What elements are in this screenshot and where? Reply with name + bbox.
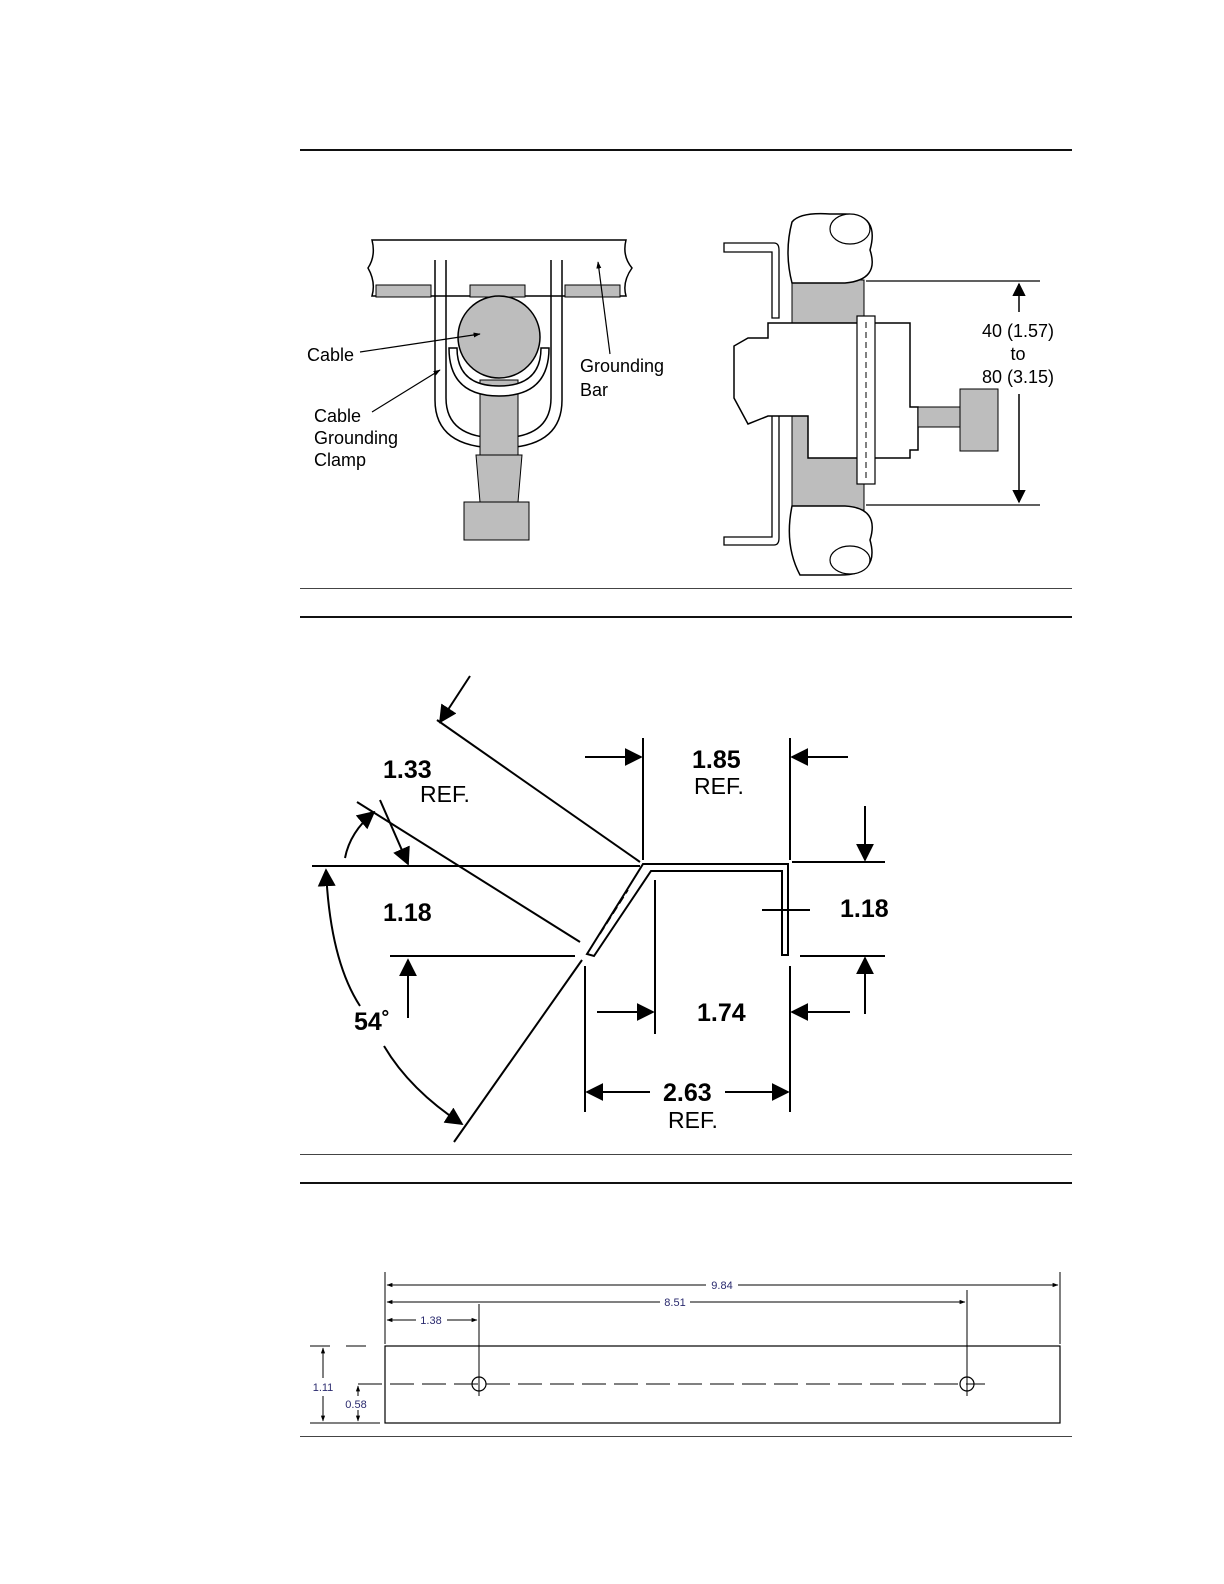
clamp-neck xyxy=(476,455,522,502)
bar-dimension-drawing xyxy=(310,1272,1060,1423)
bracket-top xyxy=(724,243,779,318)
label-grounding-bar-2: Bar xyxy=(580,380,608,400)
label-grounding-bar-1: Grounding xyxy=(580,356,664,376)
side-knob xyxy=(960,389,998,451)
dim-0-58: 0.58 xyxy=(345,1399,366,1411)
bracket-bottom xyxy=(724,410,779,545)
dim-1-18-right: 1.18 xyxy=(840,895,889,923)
dim-9-84: 9.84 xyxy=(711,1280,732,1292)
dim-1-74: 1.74 xyxy=(697,999,746,1027)
dim-2-63-ref: REF. xyxy=(668,1107,718,1133)
dim-1-85-ref: REF. xyxy=(694,773,744,799)
dim-1-85: 1.85 xyxy=(692,746,741,774)
grounding-bar-pad-mid xyxy=(470,285,525,297)
range-label-3: 80 (3.15) xyxy=(982,367,1054,387)
dim-1-33: 1.33 xyxy=(383,756,432,784)
dim-1-33-ref: REF. xyxy=(420,781,470,807)
dim-angle-54: 54˚ xyxy=(354,1008,390,1036)
grounding-bar-pad-right xyxy=(565,285,620,297)
label-clamp-1: Cable xyxy=(314,406,361,426)
clamp-leader xyxy=(372,370,440,412)
clamp-knob xyxy=(464,502,529,540)
dim-8-51: 8.51 xyxy=(664,1297,685,1309)
range-label-1: 40 (1.57) xyxy=(982,321,1054,341)
cable-circle xyxy=(458,296,540,378)
dim-2-63: 2.63 xyxy=(663,1079,712,1107)
dim-1-11: 1.11 xyxy=(313,1382,334,1394)
side-knob-stem xyxy=(918,407,960,427)
label-clamp-3: Clamp xyxy=(314,450,366,470)
range-label-2: to xyxy=(1010,344,1025,364)
dim-1-38: 1.38 xyxy=(420,1315,441,1327)
clamp-side-view xyxy=(724,214,1040,575)
clamp-bolt xyxy=(857,316,875,484)
label-cable: Cable xyxy=(307,345,354,365)
grounding-bar-pad-left xyxy=(376,285,431,297)
dim-1-18-left: 1.18 xyxy=(383,899,432,927)
clamp-body xyxy=(734,323,918,458)
label-clamp-2: Grounding xyxy=(314,428,398,448)
bracket-profile xyxy=(587,864,788,956)
